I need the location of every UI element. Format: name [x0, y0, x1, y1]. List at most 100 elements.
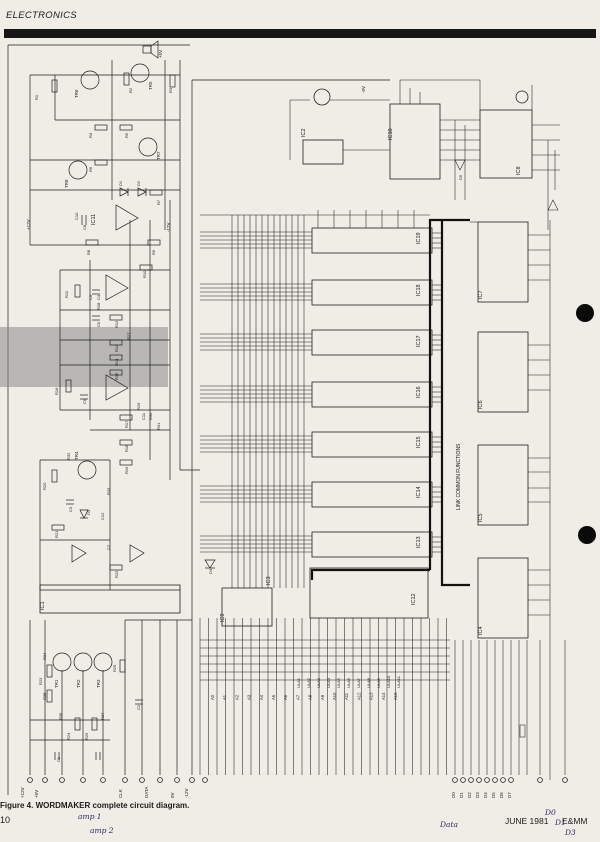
ic1-chip [39, 584, 181, 614]
opamp-ic11a [115, 204, 139, 231]
label-a13: A13 [369, 692, 374, 700]
handwriting-d3: D3 [565, 828, 576, 837]
ic17-chip [311, 329, 433, 356]
transistor-tr7 [138, 137, 158, 157]
label-r20: R20 [42, 482, 47, 490]
ic19-chip [311, 227, 433, 254]
label-a6: A6 [283, 694, 288, 700]
label-r32: R32 [66, 452, 71, 460]
label-r3: R3 [168, 87, 173, 93]
label-tr3: TR3 [96, 679, 101, 688]
ic7-chip [477, 221, 529, 303]
label-r29: R29 [136, 402, 141, 410]
label-c11: C11 [141, 412, 146, 420]
transistor-tr8 [68, 160, 88, 180]
label-ic14: IC14 [416, 486, 422, 498]
data-bus [310, 218, 470, 587]
ic16-chip [311, 381, 433, 408]
ic5-chip [477, 444, 529, 526]
label-r21: R21 [54, 530, 59, 538]
label-d3: D3 [475, 792, 480, 798]
label-tr7: TR7 [156, 151, 161, 160]
label-r26: R26 [112, 664, 117, 672]
label-a8: A8 [308, 694, 313, 700]
label-ic15: IC15 [416, 436, 422, 448]
label-a14: A14 [381, 692, 386, 700]
label-r35: R35 [42, 692, 47, 700]
label-d7: D7 [507, 792, 512, 798]
label-r27: R27 [126, 332, 131, 340]
label-a4: A4 [259, 694, 264, 700]
label-r15: R15 [114, 372, 119, 380]
label-ic13: IC13 [416, 536, 422, 548]
transistor-tr4 [77, 460, 97, 480]
ic13-chip [311, 531, 433, 558]
label-ic11: IC11 [91, 214, 97, 225]
label-r7: R7 [156, 199, 161, 205]
label-ula5: ULA5 [336, 677, 341, 688]
label-ic4: IC4 [478, 626, 484, 635]
label-ic10: IC10 [388, 128, 394, 140]
transistor-tr1 [52, 652, 72, 672]
label-d5: D5 [458, 174, 463, 180]
label-c3: C3 [68, 506, 73, 512]
label-supply-3: -5V [361, 86, 366, 93]
label-r34: R34 [42, 652, 47, 660]
label-supply-0: +5V [158, 50, 163, 58]
label-c10: C10 [74, 212, 79, 220]
label-d0: D0 [451, 792, 456, 798]
label-clk: CLK [118, 789, 123, 798]
ic9-chip [221, 587, 273, 627]
label-a15: A15 [393, 692, 398, 700]
ic12-chip [309, 567, 429, 619]
label-c12: C12 [100, 512, 105, 520]
label-r6: R6 [88, 166, 93, 172]
label-a3: A3 [247, 694, 252, 700]
label-c5: C5 [96, 321, 101, 327]
label-d5: D5 [491, 792, 496, 798]
label-ic12: IC12 [411, 593, 417, 605]
label-ula2: ULA2 [306, 677, 311, 688]
label-r8: R8 [86, 249, 91, 255]
label-ic18: IC18 [416, 284, 422, 296]
label-ic16: IC16 [416, 386, 422, 398]
handwriting-d1: D1 [555, 818, 566, 827]
label-r33: R33 [106, 487, 111, 495]
transistor-tr6 [80, 70, 100, 90]
opamp-ic11c [105, 374, 129, 401]
label-data: DATA [144, 787, 149, 798]
label-d2: D2 [467, 792, 472, 798]
ic2-chip [302, 139, 344, 165]
label-r28: R28 [96, 302, 101, 310]
ic18-chip [311, 279, 433, 306]
label-r1: R1 [34, 94, 39, 100]
label-r19: R19 [124, 466, 129, 474]
label-ic19: IC19 [416, 232, 422, 244]
label-r17: R17 [124, 420, 129, 428]
ic10-chip [389, 103, 441, 180]
label-tr8: TR8 [64, 179, 69, 188]
label-ic8: IC8 [516, 166, 522, 175]
label-c6: C6 [82, 398, 87, 404]
label-d6: D6 [499, 792, 504, 798]
label-ula9: ULA9 [376, 677, 381, 688]
label-ula1: ULA1 [296, 677, 301, 688]
label-c7: C7 [106, 544, 111, 550]
label-ula7: ULA7 [356, 677, 361, 688]
label-a10: A10 [332, 692, 337, 700]
label-a9: A9 [320, 694, 325, 700]
label-r4: R4 [88, 132, 93, 138]
section-header: ELECTRONICS [6, 10, 77, 21]
label-a0: A0 [210, 694, 215, 700]
label-a1: A1 [222, 694, 227, 700]
label-r30: R30 [148, 412, 153, 420]
figure-caption: Figure 4. WORDMAKER complete circuit dia… [0, 801, 190, 810]
transistor-tr3 [93, 652, 113, 672]
ula-wiring [199, 618, 450, 775]
analogue-section [29, 40, 390, 775]
label-c4: C4 [96, 294, 101, 300]
label-d2: D2 [136, 180, 141, 186]
label-ic3: IC3 [266, 576, 272, 585]
label-r16: R16 [54, 387, 59, 395]
transistor-tr2 [73, 652, 93, 672]
